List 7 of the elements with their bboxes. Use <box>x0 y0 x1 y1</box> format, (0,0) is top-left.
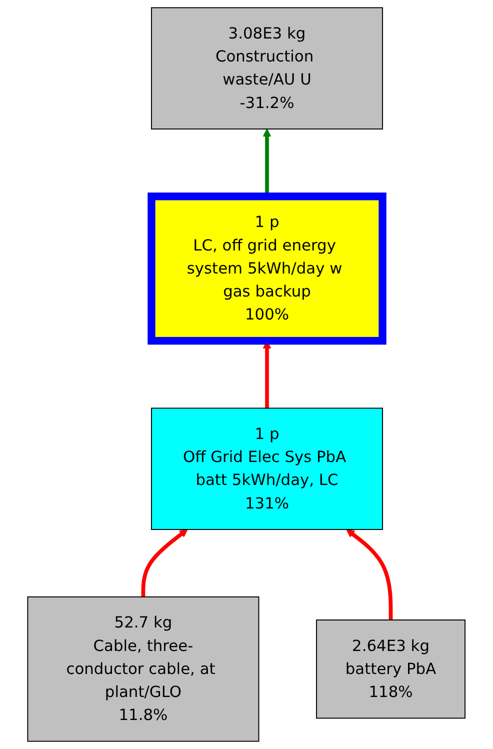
arrow <box>346 529 393 620</box>
node-box: 3.08E3 kg Construction waste/AU U -31.2% <box>151 7 384 130</box>
node-box: 52.7 kg Cable, three-conductor cable, at plant/GLO 11.8% <box>27 596 260 742</box>
arrow <box>141 529 188 597</box>
node-box: 2.64E3 kg battery PbA 118% <box>316 620 466 719</box>
node-box: 1 p LC, off grid energy system 5kWh/day w gas backup 100% <box>148 192 387 345</box>
node-box: 1 p Off Grid Elec Sys PbA batt 5kWh/day, LC 131% <box>151 408 384 530</box>
